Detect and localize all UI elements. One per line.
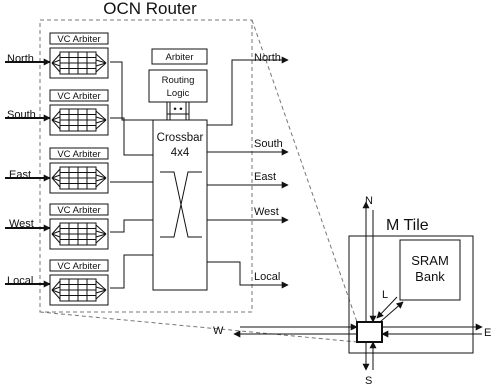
vc-arbiter-box-local [49, 259, 109, 272]
arbiter-label: Arbiter [166, 52, 194, 63]
wire-in-local [110, 254, 153, 289]
input-label-north: North [7, 53, 34, 65]
vc-arbiter-box-north [49, 32, 109, 45]
output-label-local: Local [254, 271, 280, 283]
tile-port-w: W [213, 325, 224, 337]
output-label-south: South [254, 138, 283, 150]
wire-in-south [110, 117, 153, 156]
sram-label-2: Bank [415, 269, 445, 284]
arrow-out-local [207, 261, 289, 289]
vc-arbiter-label-local: VC Arbiter [57, 261, 100, 272]
vc-arbiter-label-south: VC Arbiter [57, 91, 100, 102]
vc-arbiter-box-east [49, 147, 109, 160]
routing-dots: • • [173, 104, 182, 115]
input-label-local: Local [7, 275, 33, 287]
crossbar-label-2: 4x4 [171, 147, 190, 159]
router-title: OCN Router [103, 0, 197, 18]
input-label-east: East [9, 169, 31, 181]
wire-in-north [110, 61, 153, 121]
sram-label-1: SRAM [411, 253, 449, 268]
vc-arbiter-box-south [49, 89, 109, 102]
wire-out-north [207, 59, 260, 126]
tile-title: M Tile [386, 217, 429, 234]
routing-logic-label-1: Routing [162, 75, 195, 86]
output-label-west: West [254, 206, 279, 218]
vc-arbiter-group: VC Arbiter VC Arbiter VC Arbiter VC Arbiter… [5, 32, 109, 306]
wire-in-west [110, 219, 153, 233]
tile-port-s: S [365, 375, 372, 387]
tile-switch [356, 321, 383, 343]
link-local-out [379, 301, 404, 323]
tile-port-n: N [365, 195, 373, 207]
output-label-north: North [254, 52, 281, 64]
vc-arbiter-label-north: VC Arbiter [57, 34, 100, 45]
m-tile-boundary [348, 235, 474, 354]
routing-logic-label-2: Logic [167, 88, 190, 99]
vc-arbiter-box-west [49, 203, 109, 216]
vc-arbiter-label-east: VC Arbiter [57, 149, 100, 160]
crossbar-label-1: Crossbar [157, 132, 204, 144]
sram-bank [399, 239, 461, 301]
tile-port-l: L [382, 289, 388, 301]
tile-port-e: E [484, 327, 491, 339]
output-label-east: East [254, 171, 276, 183]
input-label-west: West [9, 218, 34, 230]
zoom-line-top [251, 19, 358, 323]
input-label-south: South [7, 109, 36, 121]
link-local-in [376, 296, 398, 319]
crossbar-block [152, 119, 208, 291]
routing-logic-block [148, 69, 208, 103]
router-boundary [39, 19, 253, 313]
crossbar-cross-b [160, 171, 202, 238]
vc-arbiter-label-west: VC Arbiter [57, 205, 100, 216]
arbiter-block [151, 48, 208, 65]
